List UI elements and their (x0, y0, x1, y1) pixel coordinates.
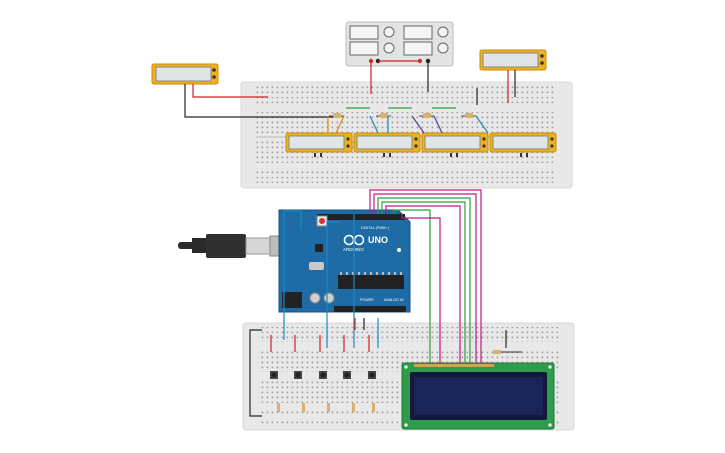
push-button-1[interactable] (270, 371, 278, 379)
arduino-power-label: POWER (360, 298, 374, 302)
power-supply[interactable] (345, 21, 454, 67)
bottom-wires[interactable] (249, 329, 522, 417)
push-button-5[interactable] (368, 371, 376, 379)
top-wires[interactable] (184, 60, 516, 134)
multimeter-2 (353, 132, 421, 153)
usb-cable[interactable] (178, 234, 281, 258)
multimeter-right[interactable] (479, 49, 547, 71)
multimeter-4 (489, 132, 557, 153)
push-button-4[interactable] (343, 371, 351, 379)
multimeter-1 (285, 132, 353, 153)
pulldown-resistors (277, 350, 501, 412)
arduino-analog-label: ANALOG IN (384, 298, 404, 302)
push-button-3[interactable] (319, 371, 327, 379)
multimeter-3 (421, 132, 489, 153)
multimeter-left[interactable] (151, 63, 219, 85)
arduino-wires[interactable] (283, 189, 507, 368)
push-buttons[interactable] (270, 371, 376, 379)
lcd-16x2[interactable] (401, 362, 555, 430)
push-button-2[interactable] (294, 371, 302, 379)
dc-jack (282, 292, 302, 308)
arduino-digital-label: DIGITAL (PWM~) (361, 226, 389, 230)
arduino-model: UNO (368, 235, 388, 245)
arduino-uno[interactable]: UNO ARDUINO DIGITAL (PWM~) POWER ANALOG … (278, 209, 411, 313)
multimeter-row[interactable] (285, 132, 557, 157)
